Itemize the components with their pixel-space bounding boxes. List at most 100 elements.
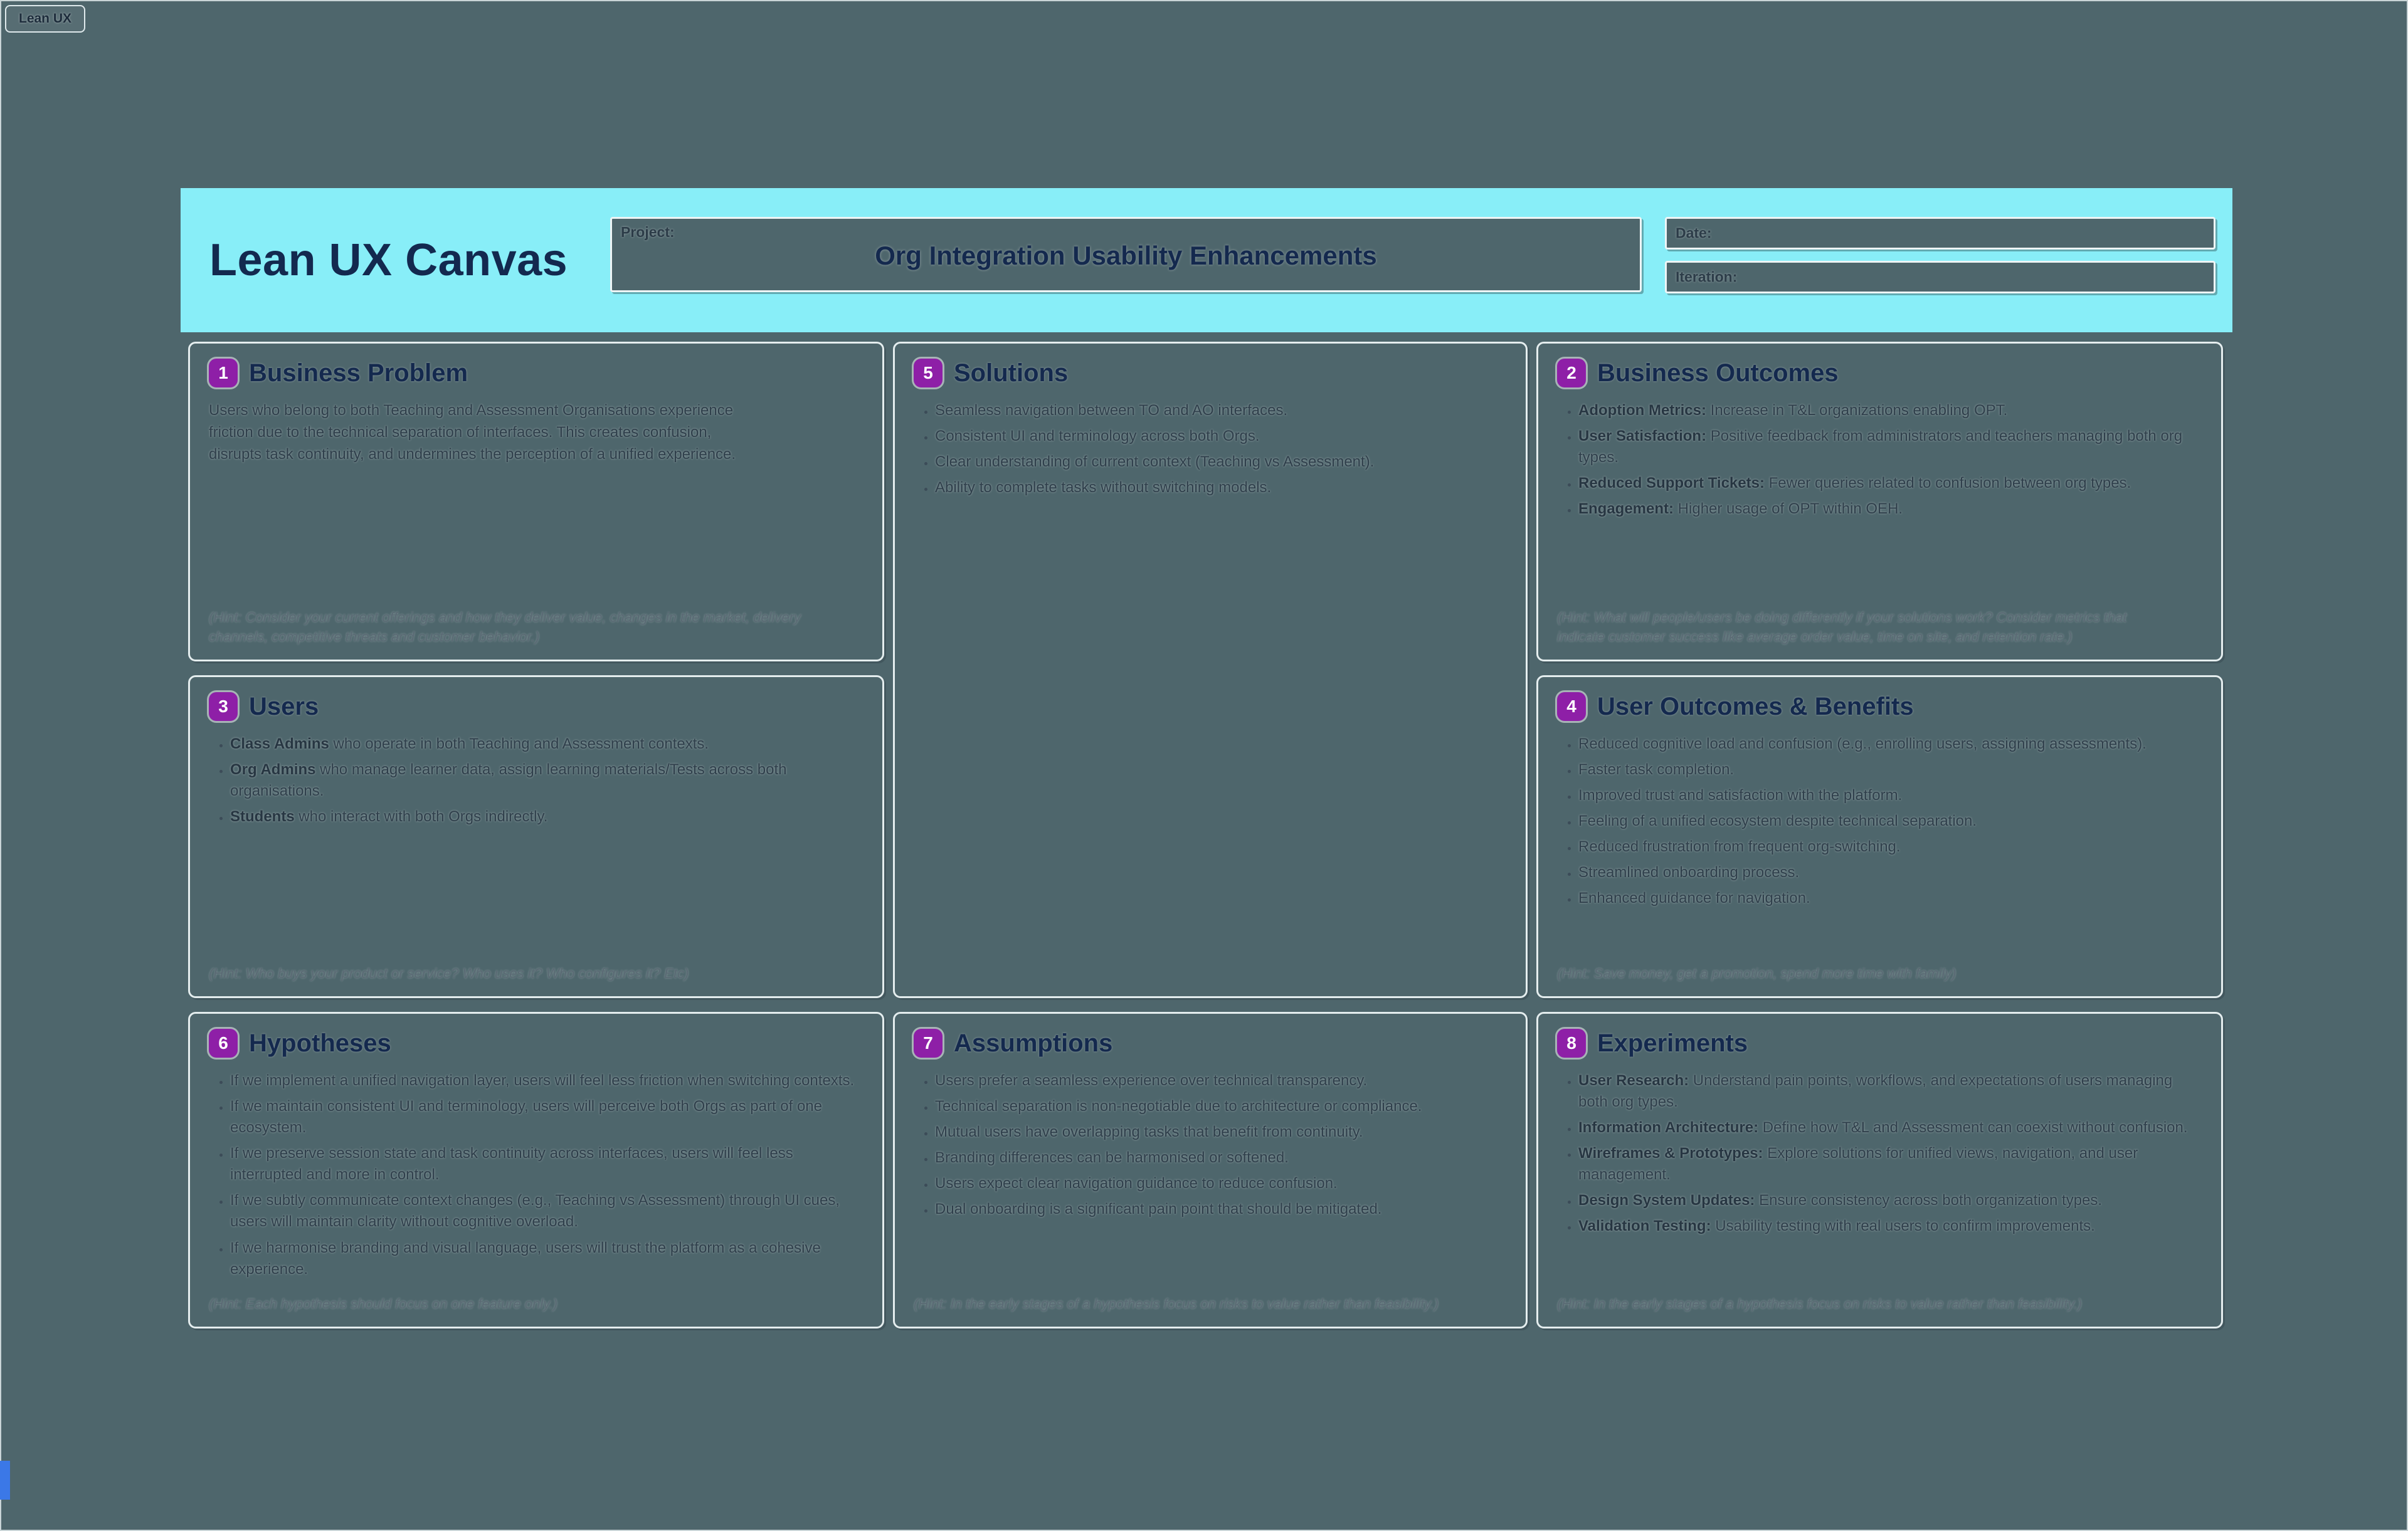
bullet-item: Users prefer a seamless experience over … bbox=[935, 1070, 1507, 1092]
bullet-item: Reduced cognitive load and confusion (e.… bbox=[1578, 734, 2202, 755]
section-body: Users who belong to both Teaching and As… bbox=[209, 402, 736, 463]
bullet-item: Engagement: Higher usage of OPT within O… bbox=[1578, 498, 2202, 520]
section-user-outcomes-benefits[interactable]: 4 User Outcomes & Benefits Reduced cogni… bbox=[1536, 675, 2223, 998]
section-header: 1 Business Problem bbox=[209, 359, 863, 387]
section-hint: (Hint: Who buys your product or service?… bbox=[209, 965, 689, 982]
bullet-item: Design System Updates: Ensure consistenc… bbox=[1578, 1190, 2202, 1211]
bullet-item: Validation Testing: Usability testing wi… bbox=[1578, 1216, 2202, 1237]
section-header: 5 Solutions bbox=[914, 359, 1507, 387]
bullet-item: Users expect clear navigation guidance t… bbox=[935, 1173, 1507, 1194]
section-hint: (Hint: Each hypothesis should focus on o… bbox=[209, 1296, 558, 1312]
bullet-item: Dual onboarding is a significant pain po… bbox=[935, 1199, 1507, 1220]
section-title: Experiments bbox=[1597, 1029, 1748, 1057]
bullet-item: User Research: Understand pain points, w… bbox=[1578, 1070, 2202, 1113]
bullet-item: Clear understanding of current context (… bbox=[935, 451, 1507, 473]
section-hypotheses[interactable]: 6 Hypotheses If we implement a unified n… bbox=[188, 1012, 884, 1328]
section-header: 3 Users bbox=[209, 692, 863, 721]
section-number-badge: 1 bbox=[209, 359, 238, 387]
date-field[interactable]: Date: bbox=[1665, 217, 2215, 250]
bullet-item: Feeling of a unified ecosystem despite t… bbox=[1578, 811, 2202, 832]
bullet-lead: Adoption Metrics: bbox=[1578, 402, 1706, 419]
bullet-item: Faster task completion. bbox=[1578, 759, 2202, 781]
bullet-lead: Information Architecture: bbox=[1578, 1119, 1759, 1137]
bullet-item: If we maintain consistent UI and termino… bbox=[230, 1096, 863, 1139]
section-title: Assumptions bbox=[954, 1029, 1113, 1057]
bullet-lead: Design System Updates: bbox=[1578, 1192, 1755, 1209]
bullet-item: Reduced Support Tickets: Fewer queries r… bbox=[1578, 473, 2202, 494]
section-header: 4 User Outcomes & Benefits bbox=[1557, 692, 2202, 721]
section-hint: (Hint: Consider your current offerings a… bbox=[209, 609, 801, 645]
section-business-problem[interactable]: 1 Business Problem Users who belong to b… bbox=[188, 342, 884, 661]
section-bullet-list: Class Admins who operate in both Teachin… bbox=[209, 734, 863, 832]
bullet-item: Technical separation is non-negotiable d… bbox=[935, 1096, 1507, 1117]
section-number-badge: 7 bbox=[914, 1029, 943, 1058]
bullet-lead: Wireframes & Prototypes: bbox=[1578, 1145, 1763, 1162]
section-title: User Outcomes & Benefits bbox=[1597, 692, 1914, 720]
board-tab-label: Lean UX bbox=[19, 11, 72, 26]
section-users[interactable]: 3 Users Class Admins who operate in both… bbox=[188, 675, 884, 998]
bullet-item: User Satisfaction: Positive feedback fro… bbox=[1578, 426, 2202, 468]
section-title: Solutions bbox=[954, 359, 1069, 387]
canvas-title: Lean UX Canvas bbox=[209, 235, 568, 285]
iteration-field[interactable]: Iteration: bbox=[1665, 261, 2215, 293]
bullet-item: If we harmonise branding and visual lang… bbox=[230, 1238, 863, 1280]
board-tab-lean-ux[interactable]: Lean UX bbox=[5, 5, 86, 33]
bullet-lead: User Satisfaction: bbox=[1578, 428, 1707, 445]
bullet-item: If we implement a unified navigation lay… bbox=[230, 1070, 863, 1092]
section-bullet-list: Adoption Metrics: Increase in T&L organi… bbox=[1557, 400, 2202, 524]
section-number-badge: 8 bbox=[1557, 1029, 1586, 1058]
bullet-lead: Class Admins bbox=[230, 735, 329, 752]
bullet-item: Information Architecture: Define how T&L… bbox=[1578, 1117, 2202, 1139]
bullet-item: Students who interact with both Orgs ind… bbox=[230, 806, 863, 828]
section-header: 6 Hypotheses bbox=[209, 1029, 863, 1058]
section-business-outcomes[interactable]: 2 Business Outcomes Adoption Metrics: In… bbox=[1536, 342, 2223, 661]
section-number-badge: 2 bbox=[1557, 359, 1586, 387]
section-title: Business Outcomes bbox=[1597, 359, 1839, 387]
section-assumptions[interactable]: 7 Assumptions Users prefer a seamless ex… bbox=[893, 1012, 1528, 1328]
bullet-item: Enhanced guidance for navigation. bbox=[1578, 888, 2202, 909]
section-number-badge: 4 bbox=[1557, 692, 1586, 721]
section-number-badge: 5 bbox=[914, 359, 943, 387]
section-hint: (Hint: What will people/users be doing d… bbox=[1557, 609, 2127, 645]
section-solutions[interactable]: 5 Solutions Seamless navigation between … bbox=[893, 342, 1528, 998]
bullet-item: Seamless navigation between TO and AO in… bbox=[935, 400, 1507, 421]
bullet-item: Improved trust and satisfaction with the… bbox=[1578, 785, 2202, 806]
section-title: Users bbox=[249, 692, 319, 720]
section-bullet-list: Seamless navigation between TO and AO in… bbox=[914, 400, 1507, 503]
bullet-item: Streamlined onboarding process. bbox=[1578, 862, 2202, 883]
section-experiments[interactable]: 8 Experiments User Research: Understand … bbox=[1536, 1012, 2223, 1328]
section-hint: (Hint: Save money, get a promotion, spen… bbox=[1557, 965, 1956, 982]
bullet-item: Mutual users have overlapping tasks that… bbox=[935, 1122, 1507, 1143]
section-number-badge: 6 bbox=[209, 1029, 238, 1058]
section-title: Hypotheses bbox=[249, 1029, 391, 1057]
bullet-item: Wireframes & Prototypes: Explore solutio… bbox=[1578, 1143, 2202, 1186]
blue-corner-marker bbox=[0, 1461, 10, 1500]
date-label: Date: bbox=[1676, 224, 1712, 241]
iteration-label: Iteration: bbox=[1676, 268, 1738, 285]
bullet-item: Branding differences can be harmonised o… bbox=[935, 1147, 1507, 1169]
project-field[interactable]: Project: Org Integration Usability Enhan… bbox=[610, 217, 1642, 292]
section-bullet-list: Reduced cognitive load and confusion (e.… bbox=[1557, 734, 2202, 914]
section-header: 8 Experiments bbox=[1557, 1029, 2202, 1058]
section-header: 2 Business Outcomes bbox=[1557, 359, 2202, 387]
bullet-item: Org Admins who manage learner data, assi… bbox=[230, 759, 863, 802]
canvas-grid: 1 Business Problem Users who belong to b… bbox=[188, 342, 2223, 1329]
bullet-item: Reduced frustration from frequent org-sw… bbox=[1578, 836, 2202, 858]
section-title: Business Problem bbox=[249, 359, 468, 387]
bullet-lead: Engagement: bbox=[1578, 500, 1674, 518]
section-bullet-list: User Research: Understand pain points, w… bbox=[1557, 1070, 2202, 1242]
project-value: Org Integration Usability Enhancements bbox=[875, 241, 1377, 271]
bullet-item: Class Admins who operate in both Teachin… bbox=[230, 734, 863, 755]
bullet-lead: Reduced Support Tickets: bbox=[1578, 475, 1765, 492]
canvas-header-band: Lean UX Canvas Project: Org Integration … bbox=[181, 188, 2232, 332]
bullet-lead: User Research: bbox=[1578, 1072, 1689, 1089]
bullet-item: Ability to complete tasks without switch… bbox=[935, 477, 1507, 498]
section-hint: (Hint: In the early stages of a hypothes… bbox=[1557, 1296, 2083, 1312]
bullet-lead: Students bbox=[230, 808, 295, 826]
section-bullet-list: Users prefer a seamless experience over … bbox=[914, 1070, 1507, 1224]
bullet-lead: Validation Testing: bbox=[1578, 1218, 1711, 1235]
section-bullet-list: If we implement a unified navigation lay… bbox=[209, 1070, 863, 1285]
project-label: Project: bbox=[621, 224, 675, 240]
bullet-item: If we preserve session state and task co… bbox=[230, 1143, 863, 1186]
bullet-item: If we subtly communicate context changes… bbox=[230, 1190, 863, 1233]
